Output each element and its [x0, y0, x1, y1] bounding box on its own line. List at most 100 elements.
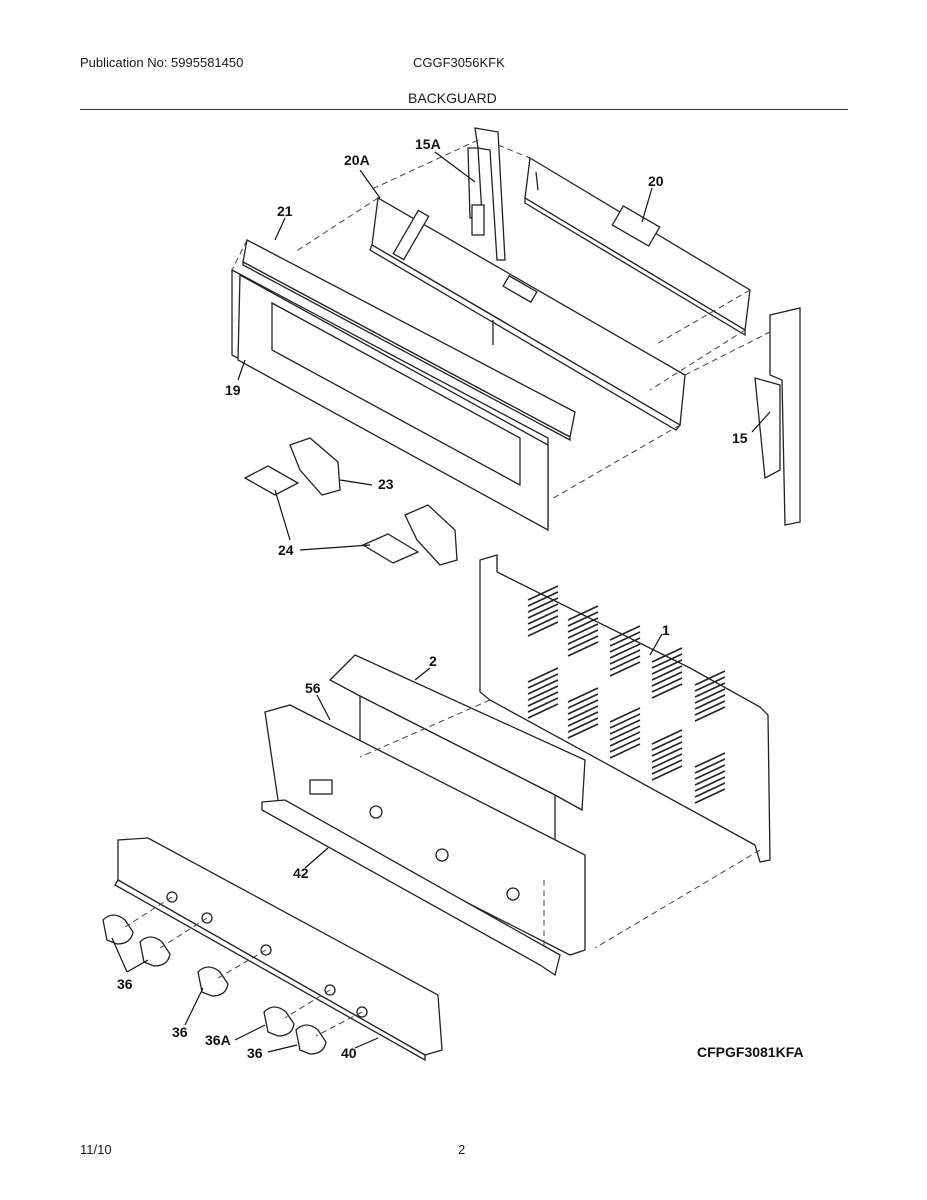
part-20-rear-panel: [524, 156, 751, 337]
louver-slot: [651, 653, 683, 669]
louver-slot: [527, 697, 559, 713]
louver-slot: [609, 743, 641, 759]
louver-slot: [694, 764, 726, 780]
louver-slot: [609, 713, 641, 729]
page-number: 2: [458, 1142, 466, 1157]
louver-slot: [527, 615, 559, 631]
part-15-bracket: [754, 307, 801, 526]
louver-slot: [527, 673, 559, 689]
part-24-clips: [243, 465, 420, 564]
louver-slot: [567, 699, 599, 715]
callout-20: 20: [648, 173, 664, 189]
part-23-clips: [289, 437, 458, 566]
louver-slot: [651, 647, 683, 663]
louver-slot: [651, 735, 683, 751]
callout-20a: 20A: [344, 152, 370, 168]
louver-slot: [527, 591, 559, 607]
revision-date: 11/10: [80, 1142, 112, 1157]
louver-slot: [567, 623, 599, 639]
louver-slot: [694, 788, 726, 804]
louver-slot: [694, 682, 726, 698]
louver-slot: [609, 637, 641, 653]
callout-2: 2: [429, 653, 437, 669]
louver-slot: [567, 717, 599, 733]
louver-slot: [609, 661, 641, 677]
louver-slot: [527, 597, 559, 613]
publication-number: Publication No: 5995581450: [80, 55, 244, 70]
louver-slot: [694, 676, 726, 692]
figure-code: CFPGF3081KFA: [697, 1044, 804, 1060]
louver-slot: [567, 641, 599, 657]
louver-slot: [609, 655, 641, 671]
louver-slot: [609, 625, 641, 641]
louver-slot: [567, 629, 599, 645]
louver-slot: [651, 753, 683, 769]
louver-slot: [609, 719, 641, 735]
louver-slot: [609, 649, 641, 665]
louver-slot: [609, 643, 641, 659]
louver-slot: [567, 711, 599, 727]
louver-slot: [527, 585, 559, 601]
louver-slot: [527, 679, 559, 695]
louver-slot: [527, 621, 559, 637]
part-36-knobs: [102, 914, 327, 1055]
louver-slot: [694, 688, 726, 704]
louver-slot: [651, 765, 683, 781]
callout-36-middle: 36: [172, 1024, 188, 1040]
louver-slot: [651, 671, 683, 687]
louver-slot: [527, 703, 559, 719]
callout-labels: 15A 20A 20 21 19 15 23 24 1 2 56 42 36 3…: [117, 136, 804, 1061]
louver-slot: [694, 776, 726, 792]
louver-slot: [567, 617, 599, 633]
louver-slot: [651, 741, 683, 757]
louver-slot: [651, 665, 683, 681]
louver-slot: [694, 700, 726, 716]
header-divider: [80, 109, 848, 110]
louver-slot: [567, 705, 599, 721]
louver-slot: [651, 683, 683, 699]
model-number: CGGF3056KFK: [413, 55, 505, 70]
louver-slot: [527, 691, 559, 707]
part-42-strip: [261, 799, 561, 977]
louver-slot: [694, 752, 726, 768]
part-19-backguard-frame: [231, 268, 549, 532]
callout-19: 19: [225, 382, 241, 398]
louver-slot: [694, 758, 726, 774]
part-1-rear-cover: [479, 554, 771, 863]
louver-slot: [609, 631, 641, 647]
callout-42: 42: [293, 865, 309, 881]
louver-slot: [609, 737, 641, 753]
louver-slot: [651, 659, 683, 675]
alignment-lines-upper: [231, 139, 771, 501]
louver-slot: [527, 609, 559, 625]
louver-slot: [651, 747, 683, 763]
callout-40: 40: [341, 1045, 357, 1061]
louver-slot: [651, 677, 683, 693]
callout-36-left: 36: [117, 976, 133, 992]
callout-21: 21: [277, 203, 293, 219]
louver-slot: [694, 782, 726, 798]
louver-slot: [694, 706, 726, 722]
leader-lines: [111, 151, 771, 1053]
louver-slot: [651, 759, 683, 775]
louver-slot: [567, 687, 599, 703]
callout-56: 56: [305, 680, 321, 696]
louver-slot: [609, 707, 641, 723]
louver-slot: [567, 605, 599, 621]
louver-slot: [567, 611, 599, 627]
callout-24: 24: [278, 542, 294, 558]
callout-1: 1: [662, 622, 670, 638]
louver-slot: [527, 603, 559, 619]
louver-slot: [567, 635, 599, 651]
part-21-upper-trim: [242, 239, 576, 442]
section-title: BACKGUARD: [408, 90, 497, 106]
louver-slot: [694, 694, 726, 710]
callout-23: 23: [378, 476, 394, 492]
callout-36-right: 36: [247, 1045, 263, 1061]
louver-slot: [609, 731, 641, 747]
louver-slot: [567, 723, 599, 739]
part-20a-control-panel: [369, 196, 686, 431]
louver-slot: [694, 670, 726, 686]
callout-15a: 15A: [415, 136, 441, 152]
